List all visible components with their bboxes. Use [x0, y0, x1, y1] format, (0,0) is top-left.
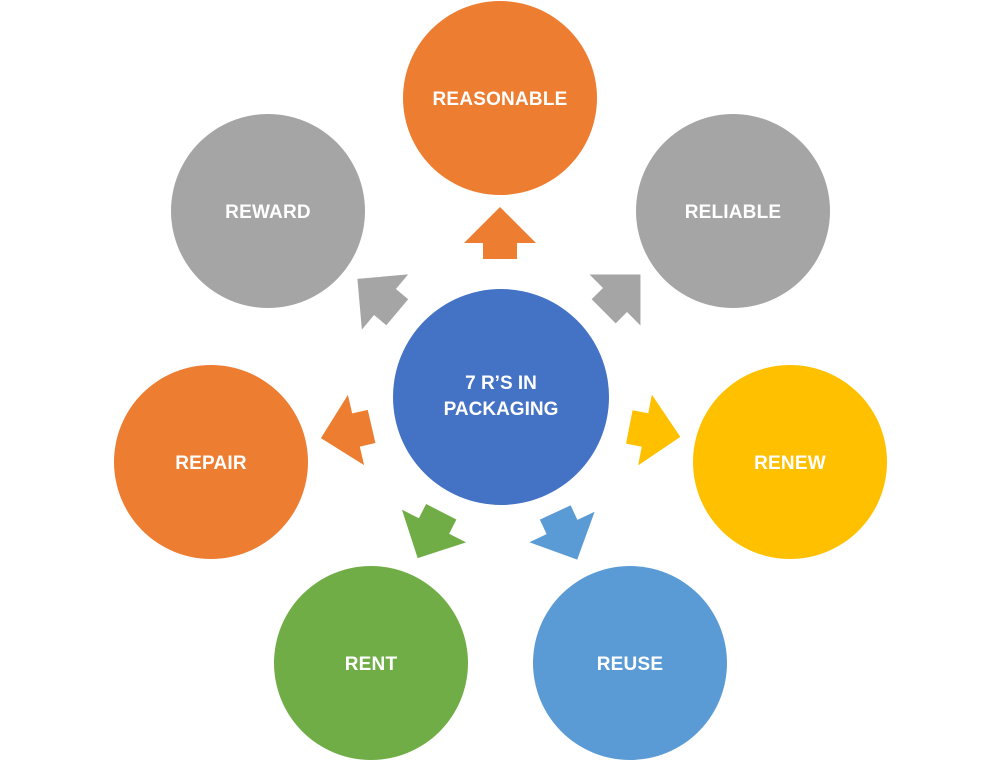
center-circle [393, 289, 609, 505]
node-repair: REPAIR [114, 365, 308, 559]
arrow-reasonable [464, 207, 536, 259]
arrow-reward [357, 274, 409, 330]
node-label: RENEW [754, 453, 826, 474]
node-circle [274, 566, 468, 760]
node-circle [403, 1, 597, 195]
arrow-rent [401, 504, 467, 559]
arrow-renew [626, 394, 681, 466]
node-circle [171, 114, 365, 308]
node-renew: RENEW [693, 365, 887, 559]
node-label: REPAIR [175, 453, 247, 474]
arrow-reuse [529, 505, 595, 560]
node-reasonable: REASONABLE [403, 1, 597, 195]
node-reliable: RELIABLE [636, 114, 830, 308]
node-reward: REWARD [171, 114, 365, 308]
node-label: REWARD [225, 202, 311, 223]
node-label: RENT [345, 654, 398, 675]
node-circle [114, 365, 308, 559]
node-rent: RENT [274, 566, 468, 760]
node-reuse: REUSE [533, 566, 727, 760]
arrow-repair [320, 394, 376, 466]
arrows [320, 207, 681, 560]
node-circle [636, 114, 830, 308]
node-label: RELIABLE [685, 202, 782, 223]
center-label-line1: 7 R’S IN [465, 373, 537, 394]
node-label: REASONABLE [432, 89, 567, 110]
center-node: 7 R’S IN PACKAGING [393, 289, 609, 505]
node-label: REUSE [597, 654, 663, 675]
arrow-reliable [589, 274, 641, 326]
center-label-line2: PACKAGING [444, 399, 559, 420]
node-circle [533, 566, 727, 760]
node-circle [693, 365, 887, 559]
